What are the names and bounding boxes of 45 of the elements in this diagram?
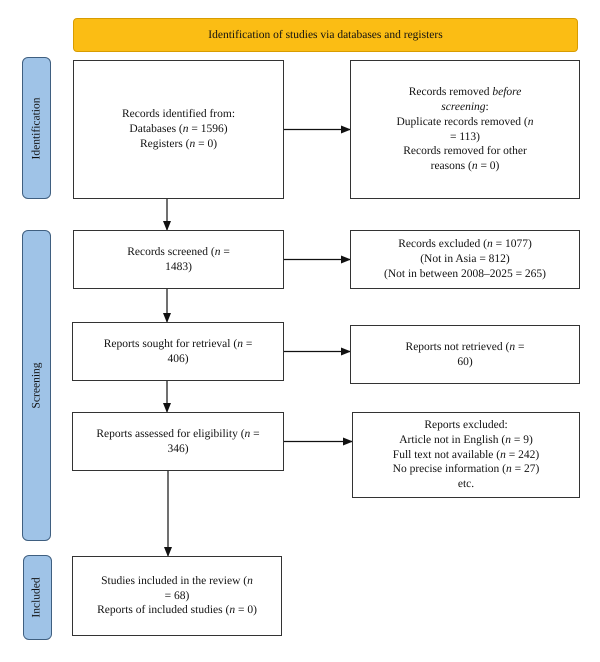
process-box	[350, 60, 580, 199]
box-text: No precise information (n = 27)	[392, 462, 540, 478]
process-box	[73, 60, 284, 199]
process-box	[72, 556, 282, 636]
arrow	[163, 199, 171, 231]
box-text: Reports of included studies (n = 0)	[97, 603, 257, 618]
phase-label-bar	[22, 230, 51, 541]
box-text: Reports excluded:	[424, 418, 508, 433]
process-box	[350, 325, 580, 384]
arrow	[164, 471, 172, 557]
box-text: (Not in between 2008–2025 = 265)	[384, 266, 546, 282]
box-text: Registers (n = 0)	[140, 136, 218, 152]
box-text: Databases (n = 1596)	[129, 122, 228, 137]
process-box	[352, 412, 580, 498]
box-text: Full text not available (n = 242)	[392, 448, 540, 462]
section-header-bar	[73, 18, 578, 52]
box-text: Reports not retrieved (n = 60)	[405, 340, 525, 370]
process-box	[72, 412, 284, 471]
box-text: Records removed before screening:	[408, 84, 522, 115]
process-box	[72, 322, 284, 381]
process-box	[350, 230, 580, 289]
phase-label: Identification	[29, 97, 44, 159]
arrow	[284, 348, 351, 356]
arrow	[163, 381, 171, 413]
box-text: Records screened (n = 1483)	[126, 244, 231, 274]
phase-label-bar	[22, 57, 51, 199]
box-text: (Not in Asia = 812)	[420, 252, 510, 267]
box-text: Records identified from:	[122, 107, 236, 122]
arrow	[284, 256, 351, 264]
box-text: Article not in English (n = 9)	[399, 432, 533, 448]
box-text: Duplicate records removed (n = 113)	[396, 114, 534, 144]
box-text: etc.	[458, 477, 474, 492]
arrow	[284, 126, 351, 134]
arrow	[284, 438, 353, 446]
phase-label: Screening	[29, 362, 44, 408]
box-text: Studies included in the review (n = 68)	[100, 574, 254, 604]
box-text: Reports sought for retrieval (n = 406)	[103, 336, 253, 366]
arrow	[163, 289, 171, 323]
header-text: Identification of studies via databases and registers	[208, 28, 443, 42]
phase-label: Included	[30, 577, 44, 618]
box-text: Reports assessed for eligibility (n = 346)	[96, 426, 260, 456]
box-text: Records excluded (n = 1077)	[398, 237, 532, 252]
process-box	[73, 230, 284, 289]
box-text: Records removed for other reasons (n = 0)	[402, 144, 528, 174]
phase-label-bar	[23, 555, 52, 640]
